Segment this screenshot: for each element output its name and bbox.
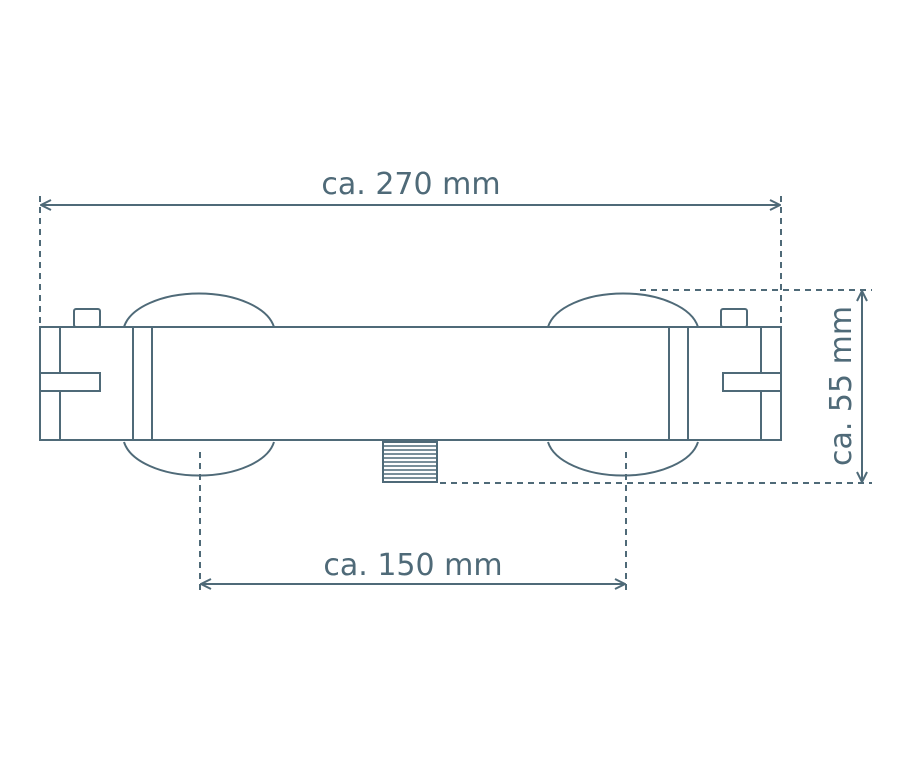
outlet-threads [383,445,437,479]
wall-rosettes [123,292,699,477]
right-rosette-bottom-arc [547,441,699,477]
width-label: ca. 270 mm [321,167,500,202]
height-label: ca. 55 mm [824,306,859,466]
dimension-spacing [199,452,627,594]
left-rosette-top-arc [123,292,275,328]
spacing-label: ca. 150 mm [323,548,502,583]
body-outline [39,326,782,441]
right-top-pin [720,308,748,328]
mixer-body [39,308,782,441]
right-rosette-top-arc [547,292,699,328]
dimension-width [39,196,782,327]
left-lever [39,372,101,392]
left-rosette-bottom-arc [123,441,275,477]
dimension-height [440,289,872,484]
right-lever [722,372,782,392]
left-top-pin [73,308,101,328]
threaded-outlet [382,441,438,483]
